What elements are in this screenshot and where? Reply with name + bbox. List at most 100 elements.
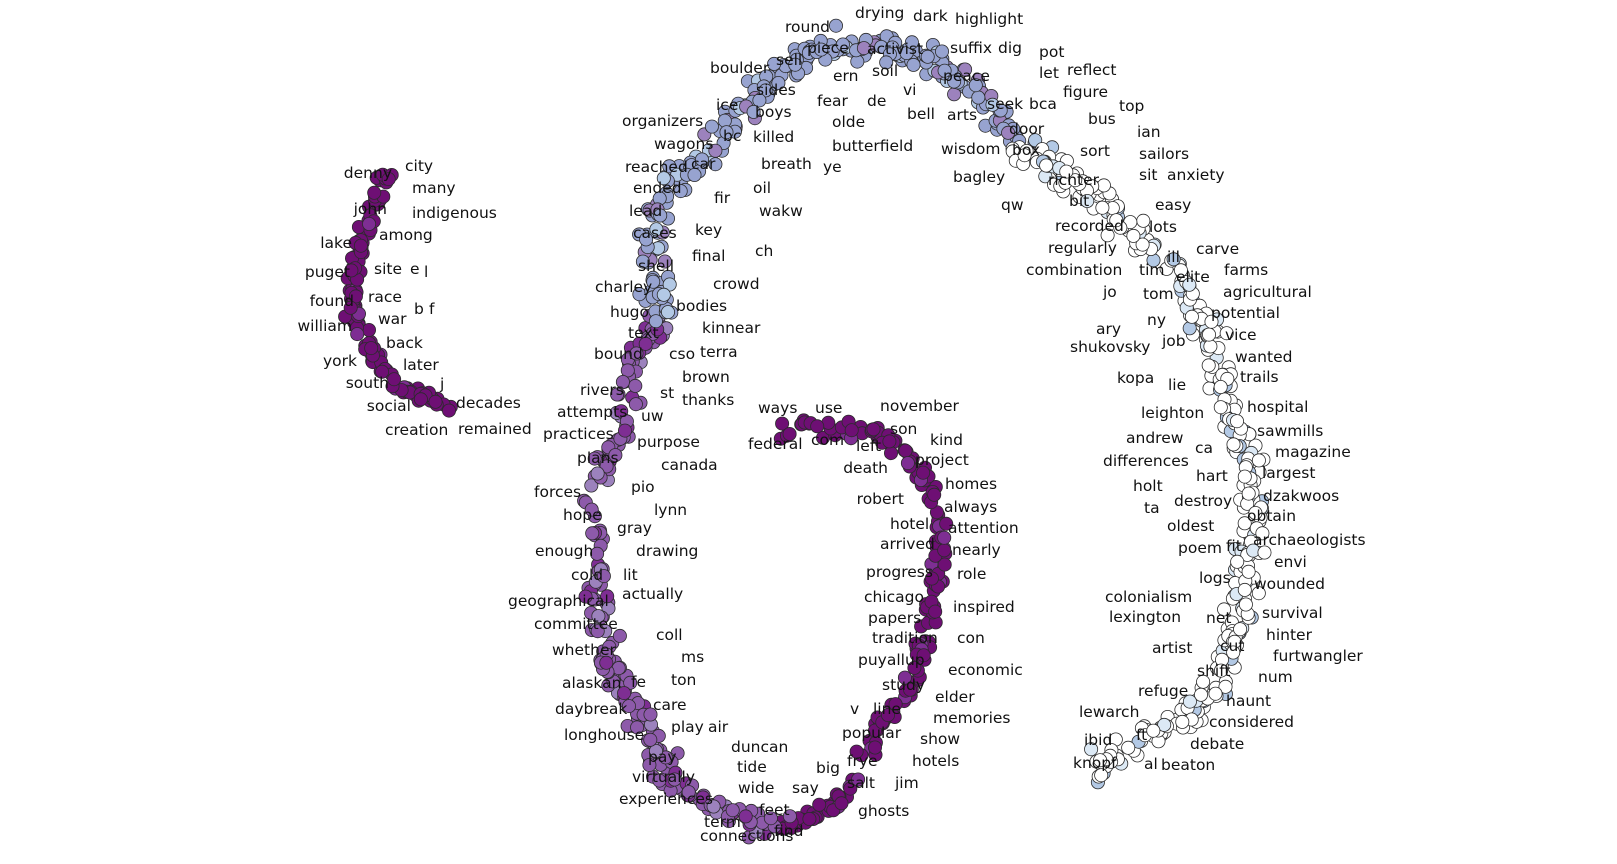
word-label: use (815, 399, 842, 417)
scatter-point (620, 363, 635, 378)
word-label: canada (661, 456, 718, 474)
scatter-point (897, 670, 912, 685)
scatter-point (635, 254, 650, 269)
scatter-point (656, 171, 671, 186)
word-label: shell (638, 257, 674, 275)
scatter-point (1166, 252, 1181, 267)
word-label: ton (671, 671, 696, 689)
scatter-point (810, 419, 825, 434)
word-label: peace (943, 67, 990, 85)
word-label: obtain (1247, 507, 1296, 525)
scatter-point (907, 660, 922, 675)
scatter-point (1241, 486, 1256, 501)
scatter-point (937, 530, 952, 545)
word-label: tide (737, 758, 767, 776)
word-label: suffix (950, 39, 992, 57)
word-label: olde (832, 113, 865, 131)
word-label: activist (867, 40, 923, 58)
word-label: brown (682, 368, 730, 386)
scatter-point (916, 648, 931, 663)
word-label: oldest (1167, 517, 1214, 535)
scatter-point (888, 697, 903, 712)
scatter-point (1237, 516, 1252, 531)
scatter-point (1182, 277, 1197, 292)
word-label: found (310, 292, 354, 310)
scatter-point (1219, 326, 1234, 341)
scatter-point (1248, 505, 1263, 520)
scatter-point (1203, 339, 1218, 354)
word-label: seek (987, 95, 1023, 113)
scatter-point (657, 254, 672, 269)
word-label: door (1009, 120, 1045, 138)
word-label: beaton (1161, 756, 1215, 774)
scatter-point (738, 809, 753, 824)
word-label: south (346, 374, 389, 392)
word-label: sawmills (1257, 422, 1323, 440)
scatter-point (413, 392, 428, 407)
word-label: indigenous (412, 204, 497, 222)
word-label: lexington (1109, 608, 1181, 626)
scatter-point (1251, 453, 1266, 468)
scatter-point (775, 416, 790, 431)
word-label: social (367, 397, 411, 415)
scatter-point (350, 327, 365, 342)
scatter-point (758, 83, 773, 98)
scatter-point (695, 152, 710, 167)
scatter-point (587, 451, 602, 466)
scatter-point (599, 655, 614, 670)
word-label: furtwangler (1273, 647, 1363, 665)
scatter-point (618, 423, 633, 438)
scatter-point (1237, 469, 1252, 484)
scatter-point (898, 443, 913, 458)
word-label: creation (385, 421, 448, 439)
scatter-point (882, 434, 897, 449)
word-label: fir (714, 189, 731, 207)
word-label: dig (998, 39, 1022, 57)
scatter-point (1237, 582, 1252, 597)
word-label: popular (842, 724, 902, 742)
scatter-point (623, 675, 638, 690)
word-label: logs (1199, 569, 1231, 587)
scatter-point (958, 62, 973, 77)
scatter-point (343, 300, 358, 315)
word-label: de (867, 92, 886, 110)
word-label: robert (857, 490, 904, 508)
scatter-point (1226, 645, 1241, 660)
word-label: inspired (953, 598, 1015, 616)
word-label: lead (629, 202, 662, 220)
scatter-point (834, 796, 849, 811)
scatter-point (441, 403, 456, 418)
word-label: many (412, 179, 456, 197)
word-label: dark (913, 7, 948, 25)
word-label: john (353, 200, 387, 218)
word-label: highlight (955, 10, 1023, 28)
word-label: bc (723, 127, 741, 145)
scatter-point (1059, 164, 1074, 179)
word-label: bit (1069, 192, 1089, 210)
word-label: homes (945, 475, 997, 493)
scatter-point (719, 125, 734, 140)
scatter-point (344, 263, 359, 278)
word-label: soil (872, 62, 898, 80)
word-label: b (414, 300, 424, 318)
word-label: differences (1103, 452, 1189, 470)
word-label: wisdom (941, 140, 1000, 158)
scatter-point (1146, 723, 1161, 738)
scatter-point (584, 478, 599, 493)
word-label: economic (948, 661, 1023, 679)
word-label: net (1206, 609, 1231, 627)
word-label: cases (633, 224, 677, 242)
word-label: big (816, 759, 840, 777)
word-label: purpose (637, 433, 700, 451)
word-label: ghosts (858, 802, 909, 820)
word-label: reflect (1067, 61, 1116, 79)
scatter-point (375, 364, 390, 379)
word-label: farms (1224, 261, 1268, 279)
word-label: largest (1262, 464, 1315, 482)
scatter-point (1121, 740, 1136, 755)
word-label: drawing (636, 542, 698, 560)
word-label: agricultural (1223, 283, 1312, 301)
word-label: pay (648, 748, 677, 766)
word-label: anxiety (1167, 166, 1225, 184)
